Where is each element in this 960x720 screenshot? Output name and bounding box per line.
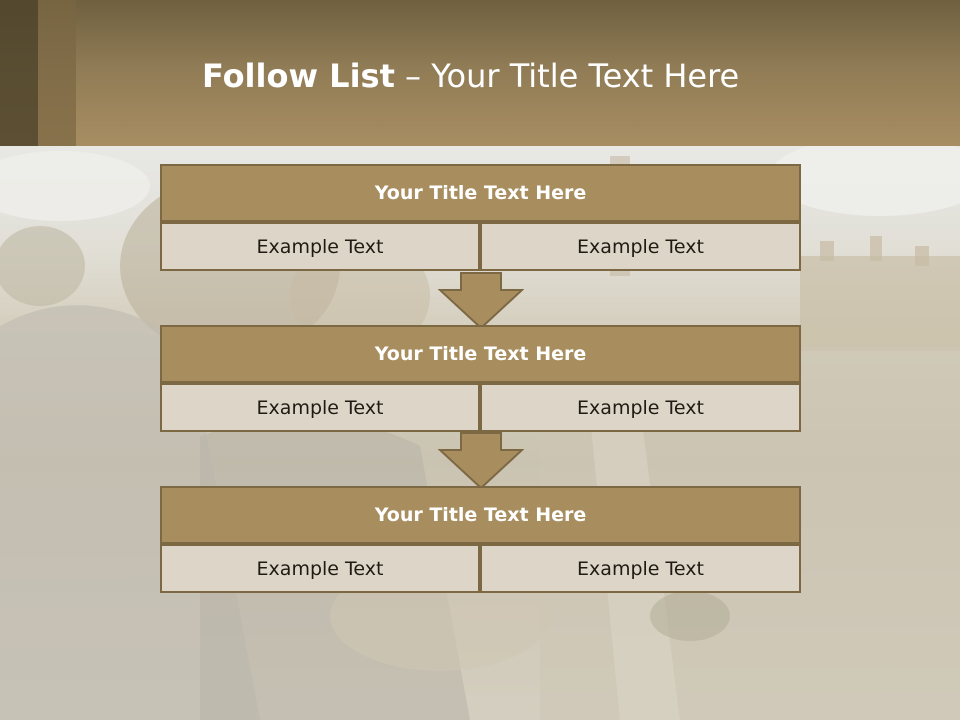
block-title: Your Title Text Here xyxy=(160,486,801,544)
flow-block-3: Your Title Text Here Example Text Exampl… xyxy=(160,486,801,593)
down-arrow-icon xyxy=(438,432,524,490)
block-cell-right: Example Text xyxy=(480,544,801,593)
block-cell-left: Example Text xyxy=(160,383,480,432)
header-accent-stripe xyxy=(38,0,76,146)
block-title: Your Title Text Here xyxy=(160,325,801,383)
block-title: Your Title Text Here xyxy=(160,164,801,222)
header-accent-stripe xyxy=(0,0,38,146)
block-cell-right: Example Text xyxy=(480,383,801,432)
flow-block-2: Your Title Text Here Example Text Exampl… xyxy=(160,325,801,432)
block-cell-left: Example Text xyxy=(160,544,480,593)
block-cell-right: Example Text xyxy=(480,222,801,271)
block-cell-left: Example Text xyxy=(160,222,480,271)
slide-title-bold: Follow List xyxy=(202,57,395,95)
header-band: Follow List – Your Title Text Here xyxy=(0,0,960,146)
slide-title: Follow List – Your Title Text Here xyxy=(202,54,739,98)
down-arrow-icon xyxy=(438,272,524,330)
slide-title-rest: – Your Title Text Here xyxy=(405,57,740,95)
flow-block-1: Your Title Text Here Example Text Exampl… xyxy=(160,164,801,271)
